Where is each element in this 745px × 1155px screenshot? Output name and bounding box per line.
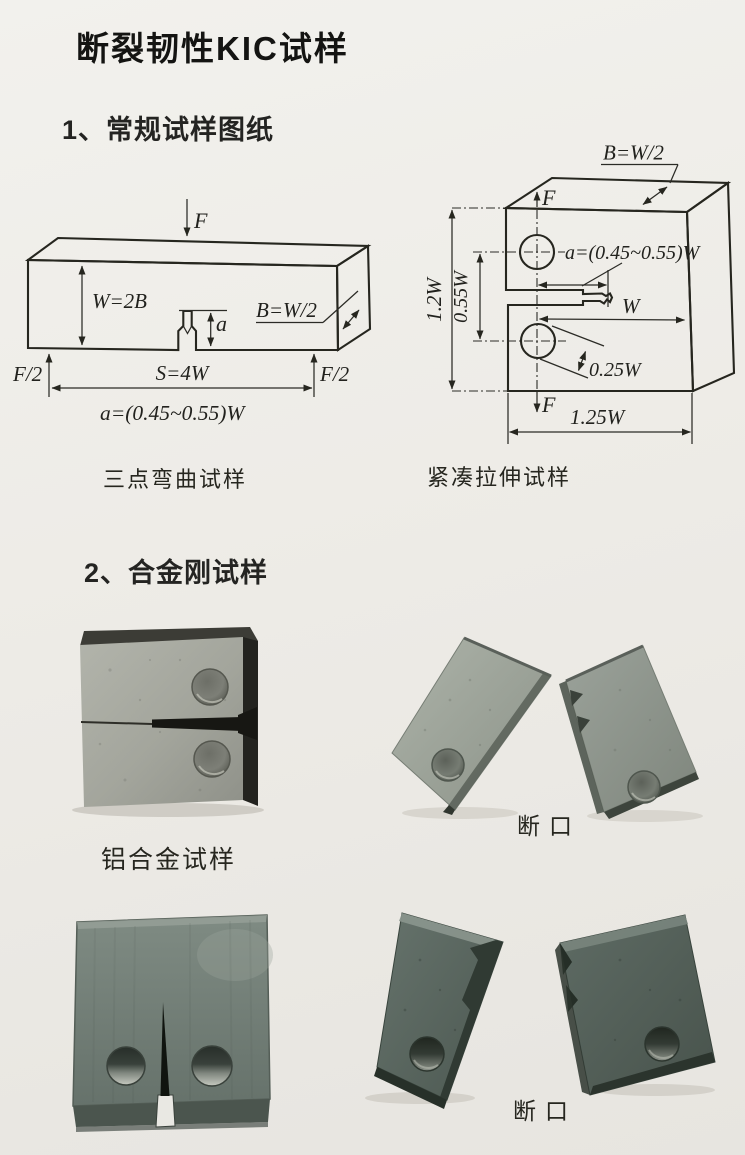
- metal-texture: [98, 658, 227, 792]
- photo-shadow: [402, 807, 518, 819]
- bend-label-crack-formula: a=(0.45~0.55)W: [100, 401, 246, 425]
- fracture-half-left: [374, 912, 504, 1109]
- pin-hole-left: [106, 1046, 146, 1086]
- notch-mouth-gap: [155, 1094, 176, 1128]
- aluminum-photo-caption: 铝合金试样: [101, 847, 237, 874]
- bend-label-reaction-right: F/2: [319, 362, 350, 386]
- ct-label-hole-note: 0.25W: [589, 359, 643, 381]
- page-title: 断裂韧性KIC试样: [76, 30, 349, 67]
- machined-notch: [152, 717, 242, 731]
- bend-specimen-outline: [24, 236, 372, 352]
- ct-diagram-caption: 紧凑拉伸试样: [427, 465, 572, 490]
- steel-specimen-photo: [72, 914, 273, 1132]
- bend-dimensions: [45, 199, 360, 397]
- photo-shadow: [595, 1084, 715, 1096]
- bend-label-span: S=4W: [156, 361, 211, 385]
- fracture-top-caption: 断口: [517, 814, 581, 839]
- pin-hole-lower: [193, 740, 231, 778]
- bend-label-height: W=2B: [92, 289, 147, 313]
- fatigue-crack: [80, 721, 153, 725]
- fracture-bottom-caption: 断口: [513, 1099, 577, 1124]
- bend-label-force-top: F: [193, 208, 208, 233]
- fracture-half-left: [391, 636, 552, 815]
- fracture-half-right: [559, 644, 699, 819]
- bend-label-crack-depth: a: [216, 311, 227, 336]
- ct-centerlines: [452, 207, 566, 392]
- ct-label-thickness: B=W/2: [603, 141, 664, 165]
- fatigue-crack: [160, 1002, 170, 1096]
- fracture-photo-top: [391, 636, 703, 822]
- section-heading-conventional: 1、常规试样图纸: [62, 115, 275, 145]
- ct-dimensions: [448, 163, 693, 444]
- compact-tension-diagram: B=W/2 F a=(0.45~0.55)W 1.2W 0.55W W 0.25…: [422, 141, 736, 444]
- specimen-top-edge: [77, 915, 267, 929]
- hole-highlight: [196, 693, 223, 704]
- notch-mouth: [238, 707, 257, 740]
- ct-label-overall-width: 1.25W: [570, 405, 627, 429]
- section-heading-alloy: 2、合金刚试样: [84, 558, 269, 588]
- metal-sheen: [197, 929, 273, 981]
- photo-shadow: [72, 803, 264, 817]
- aluminum-specimen-photo: [72, 627, 264, 817]
- pin-hole-upper: [191, 668, 229, 706]
- ct-label-force-top: F: [541, 185, 556, 210]
- bend-diagram-caption: 三点弯曲试样: [103, 467, 248, 492]
- bottom-shadow: [76, 1122, 268, 1132]
- hole-highlight: [198, 765, 225, 776]
- ct-label-force-bottom: F: [541, 392, 556, 417]
- pin-hole-right: [191, 1045, 233, 1087]
- bend-label-reaction-left: F/2: [12, 362, 43, 386]
- ct-label-crack-formula: a=(0.45~0.55)W: [565, 242, 702, 264]
- fracture-half-right: [555, 914, 716, 1096]
- three-point-bend-diagram: F W=2B B=W/2 a F/2 S=4W F/2 a=(0.45~0.55…: [12, 199, 372, 425]
- bend-label-thickness: B=W/2: [256, 298, 317, 322]
- ct-label-height: 1.2W: [422, 276, 446, 322]
- fracture-photo-bottom: [365, 912, 716, 1109]
- chevron-notch-tip: [182, 325, 193, 335]
- ct-label-hole-spacing: 0.55W: [450, 269, 472, 323]
- ct-label-width: W: [622, 294, 642, 318]
